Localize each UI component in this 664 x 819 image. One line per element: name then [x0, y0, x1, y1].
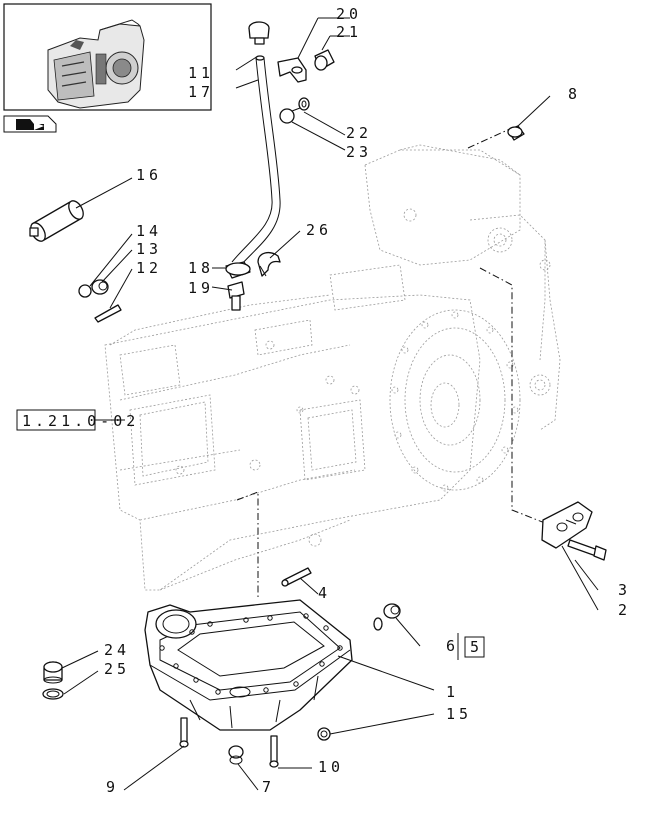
- part-tube-17[interactable]: [231, 55, 281, 267]
- callout-7: 7: [262, 778, 275, 796]
- part-bolt-9[interactable]: [179, 717, 189, 748]
- part-plug-8[interactable]: [507, 125, 525, 141]
- part-bolt-10[interactable]: [269, 735, 279, 768]
- callout-23: 23: [346, 143, 372, 161]
- part-plug-7[interactable]: [228, 745, 244, 765]
- callout-14: 14: [136, 222, 162, 240]
- callout-9: 9: [106, 778, 119, 796]
- part-oil-pan-1[interactable]: [144, 599, 353, 731]
- callout-22: 22: [346, 124, 372, 142]
- callout-25: 25: [104, 660, 130, 678]
- callout-10: 10: [318, 758, 344, 776]
- callout-21: 21: [336, 23, 362, 41]
- part-filter-16[interactable]: [28, 198, 86, 243]
- callout-6: 6: [446, 637, 459, 655]
- callout-6-ref: 5: [470, 638, 483, 656]
- part-pin-12[interactable]: [94, 304, 122, 323]
- callout-20: 20: [336, 5, 362, 23]
- callout-24: 24: [104, 641, 130, 659]
- callout-4: 4: [318, 584, 331, 602]
- ref-box-5: [464, 636, 485, 658]
- part-dipstick-11[interactable]: [248, 21, 270, 45]
- assembly-axes: [236, 127, 551, 600]
- oil-pan-bolt-holes: [159, 613, 343, 695]
- part-washer-6[interactable]: [373, 617, 383, 631]
- callout-12: 12: [136, 259, 162, 277]
- part-bush-21[interactable]: [314, 49, 335, 71]
- part-bracket-20[interactable]: [277, 57, 307, 83]
- leader-lines: [61, 17, 599, 791]
- callout-13: 13: [136, 240, 162, 258]
- callout-3: 3: [618, 581, 631, 599]
- callout-labels: 11 17 20 21 22 23 8 16 14 13 12 18 19 26…: [104, 5, 631, 796]
- part-oring-14[interactable]: [78, 284, 92, 298]
- part-screw-22[interactable]: [279, 107, 301, 124]
- callout-11: 11: [188, 64, 214, 82]
- reference-box[interactable]: 1.21.0-02: [16, 409, 139, 431]
- part-plug-24[interactable]: [43, 661, 63, 684]
- part-bolt-4[interactable]: [281, 567, 312, 587]
- part-plug-13[interactable]: [91, 279, 109, 295]
- flange-bolt-holes: [391, 311, 519, 492]
- callout-19: 19: [188, 279, 214, 297]
- callout-1: 1: [446, 683, 459, 701]
- callout-8: 8: [568, 85, 581, 103]
- part-elbow-26[interactable]: [257, 251, 281, 277]
- reference-box-text: 1.21.0-02: [22, 412, 139, 430]
- housing-phantom-outline: [104, 144, 561, 591]
- part-washer-23[interactable]: [298, 97, 310, 111]
- thumbnail-housing-image: [47, 19, 145, 109]
- callout-26: 26: [306, 221, 332, 239]
- part-washer-25[interactable]: [42, 688, 64, 700]
- callout-17: 17: [188, 83, 214, 101]
- part-clamp-18[interactable]: [225, 261, 251, 279]
- part-support-2[interactable]: [541, 501, 593, 549]
- part-bolt-3[interactable]: [567, 539, 607, 561]
- part-plug-15[interactable]: [317, 727, 331, 741]
- part-plug-6[interactable]: [383, 603, 401, 619]
- callout-18: 18: [188, 259, 214, 277]
- thumbnail-inset: [3, 3, 212, 133]
- callout-2: 2: [618, 601, 631, 619]
- callout-16: 16: [136, 166, 162, 184]
- part-screw-19[interactable]: [227, 281, 245, 311]
- folder-arrow-icon[interactable]: [3, 115, 57, 133]
- callout-15: 15: [446, 705, 472, 723]
